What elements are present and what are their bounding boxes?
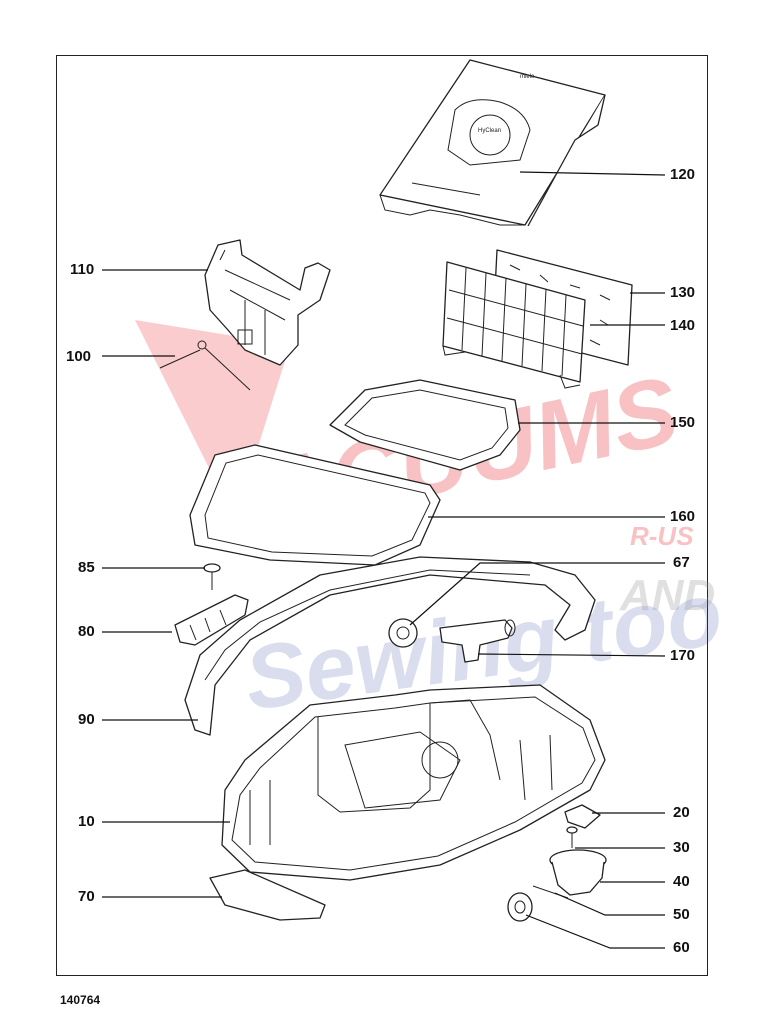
part-30-screw	[566, 826, 578, 848]
part-20-bracket	[564, 804, 601, 829]
drawing-frame	[56, 55, 708, 976]
callout-50: 50	[673, 906, 690, 923]
document-number: 140764	[60, 993, 101, 1007]
part-10-housing	[221, 684, 606, 881]
callout-100: 100	[66, 348, 92, 365]
callout-10: 10	[78, 813, 95, 830]
callout-120: 120	[670, 166, 696, 183]
leader-lines	[102, 171, 666, 949]
callout-20: 20	[673, 804, 690, 821]
part-170-connector	[439, 619, 516, 663]
bag-print-model: HyClean	[478, 128, 501, 134]
callout-40: 40	[673, 873, 690, 890]
part-160-seal-frame	[189, 444, 441, 566]
part-40-castor	[549, 849, 607, 896]
callout-140: 140	[670, 317, 696, 334]
part-67-switch	[388, 618, 418, 648]
callout-160: 160	[670, 508, 696, 525]
watermark-brand-small: R-US	[630, 521, 694, 551]
callout-60: 60	[673, 939, 690, 956]
part-150-gasket	[329, 379, 521, 471]
part-85-screw	[203, 563, 221, 590]
callout-70: 70	[78, 888, 95, 905]
part-70-foot	[209, 869, 326, 921]
bag-print-brand: miele	[520, 74, 535, 80]
part-60-wheel	[507, 892, 533, 922]
part-110-bag-holder	[204, 239, 331, 366]
part-140-filter-grille	[442, 261, 586, 389]
callout-150: 150	[670, 414, 696, 431]
callout-170: 170	[670, 647, 696, 664]
callout-110: 110	[70, 261, 95, 278]
callout-130: 130	[670, 284, 696, 301]
callout-67: 67	[673, 554, 690, 571]
callout-30: 30	[673, 839, 690, 856]
callout-85: 85	[78, 559, 95, 576]
part-100-pin	[159, 340, 251, 391]
part-120-dust-bag: HyClean miele	[379, 59, 606, 227]
part-80-catch	[174, 594, 249, 646]
callout-90: 90	[78, 711, 95, 728]
part-90-bumper	[184, 556, 596, 736]
callout-80: 80	[78, 623, 95, 640]
watermark-and: AND	[619, 571, 715, 620]
